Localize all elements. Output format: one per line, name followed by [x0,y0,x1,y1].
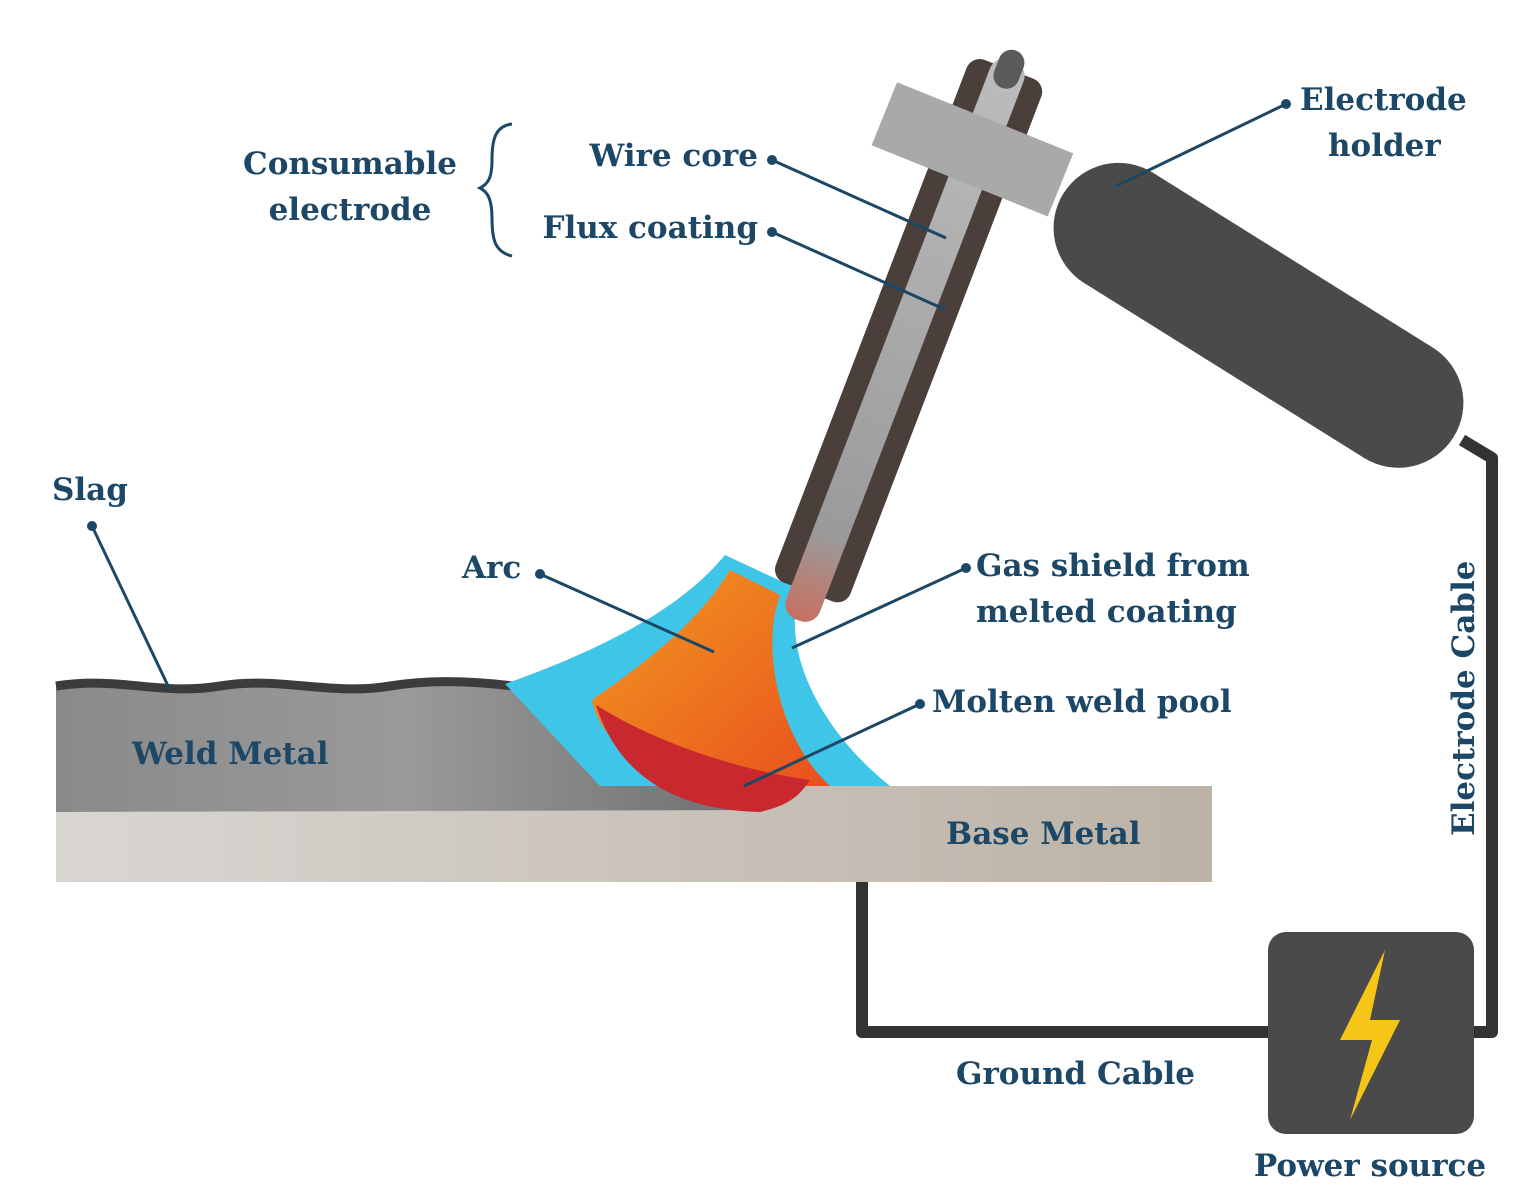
label-consumable-2: electrode [269,192,432,228]
label-arc: Arc [461,550,521,586]
label-electrode-holder-2: holder [1328,128,1441,164]
molten-weld-pool [596,705,810,812]
leader-arc [539,572,715,654]
leader-slag [90,525,172,691]
label-wire-core: Wire core [588,138,758,174]
ground-cable-line [856,862,1280,1038]
leader-molten-pool [743,702,921,788]
label-power-source: Power source [1254,1148,1486,1184]
electrode-holder [1053,162,1464,468]
electrode-cable-line [1458,434,1498,1038]
label-flux-coating: Flux coating [542,210,758,246]
label-gas-shield-1: Gas shield from [976,548,1250,584]
consumable-bracket [476,122,513,258]
consumable-electrode [774,49,1043,622]
label-ground-cable: Ground Cable [956,1056,1195,1092]
slag-layer [55,677,592,705]
leader-electrode-holder [1115,102,1287,188]
label-electrode-holder-1: Electrode [1300,82,1467,118]
label-base-metal: Base Metal [946,816,1140,852]
leader-gas-shield [791,566,967,650]
wire-core [785,58,1025,622]
label-consumable-1: Consumable [243,146,457,182]
label-gas-shield-2: melted coating [976,594,1237,630]
label-slag: Slag [52,472,128,508]
label-electrode-cable: Electrode Cable [1446,561,1482,836]
lightning-bolt-icon [1340,950,1400,1120]
arc [592,570,830,786]
label-molten-pool: Molten weld pool [932,684,1232,720]
leader-flux-coating [771,230,947,312]
label-weld-metal: Weld Metal [131,736,328,772]
leader-wire-core [771,158,947,240]
electrode-holder-clamp [871,82,1074,217]
